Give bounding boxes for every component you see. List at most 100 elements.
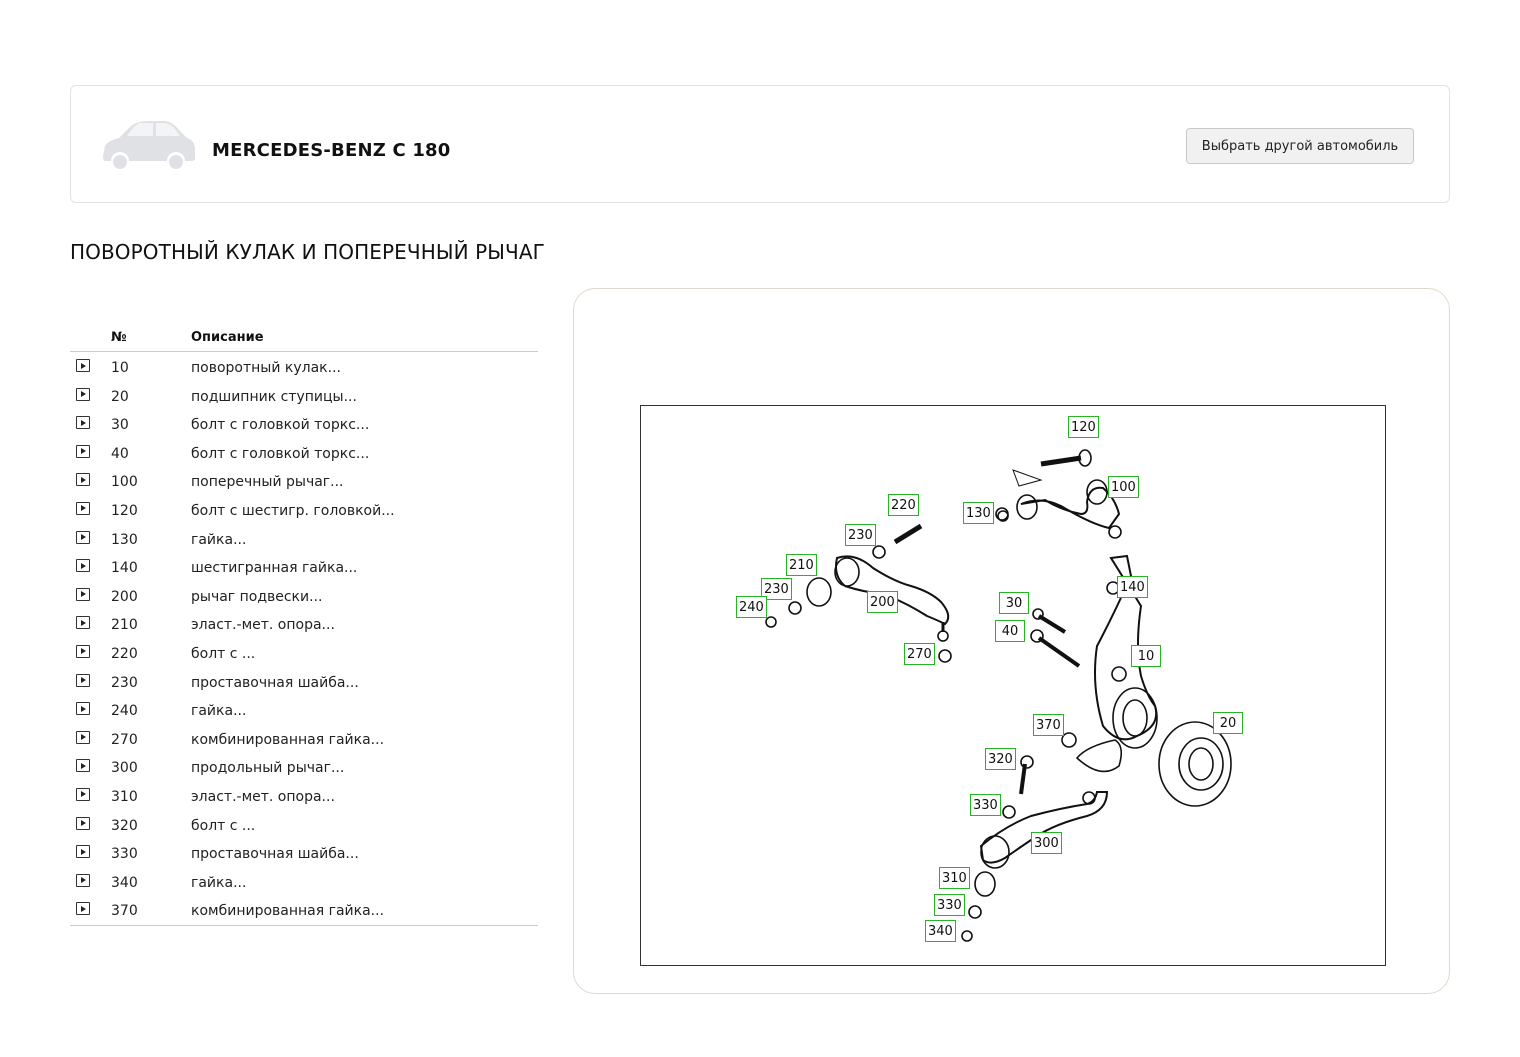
play-icon[interactable] [76,845,90,859]
callout-label[interactable]: 230 [845,524,876,546]
part-number: 310 [111,788,138,805]
callout-label[interactable]: 140 [1117,576,1148,598]
callout-label[interactable]: 130 [963,502,994,524]
play-icon[interactable] [76,787,90,801]
vehicle-card: MERCEDES-BENZ C 180 Выбрать другой автом… [70,85,1450,203]
play-icon[interactable] [76,816,90,830]
part-number: 270 [111,731,138,748]
callout-label[interactable]: 330 [970,794,1001,816]
table-row[interactable]: 270 комбинированная гайка... [70,724,538,753]
play-icon[interactable] [76,530,90,544]
play-icon[interactable] [76,673,90,687]
part-number: 300 [111,760,138,777]
callout-label[interactable]: 30 [999,592,1029,614]
callout-label[interactable]: 230 [761,578,792,600]
play-icon[interactable] [76,644,90,658]
callout-label[interactable]: 120 [1068,416,1099,438]
callout-label[interactable]: 370 [1033,714,1064,736]
play-icon[interactable] [76,616,90,630]
callout-label[interactable]: 320 [985,748,1016,770]
play-icon[interactable] [76,873,90,887]
callout-label[interactable]: 240 [736,596,767,618]
part-description: эласт.-мет. опора... [191,617,335,634]
table-row[interactable]: 210 эласт.-мет. опора... [70,609,538,638]
part-description: болт с головкой торкс... [191,445,370,462]
play-icon[interactable] [76,359,90,372]
table-header: № Описание [70,326,538,352]
part-number: 220 [111,645,138,662]
table-row[interactable]: 120 болт с шестигр. головкой... [70,495,538,524]
table-row[interactable]: 30 болт с головкой торкс... [70,409,538,438]
part-number: 100 [111,474,138,491]
table-row[interactable]: 310 эласт.-мет. опора... [70,781,538,810]
part-description: шестигранная гайка... [191,560,358,577]
callout-label[interactable]: 100 [1108,476,1139,498]
part-description: гайка... [191,703,247,720]
callout-label[interactable]: 210 [786,554,817,576]
part-description: комбинированная гайка... [191,731,385,748]
callout-label[interactable]: 20 [1213,712,1243,734]
part-number: 210 [111,617,138,634]
play-icon[interactable] [76,559,90,573]
column-header-number: № [111,330,127,345]
part-number: 240 [111,703,138,720]
part-number: 340 [111,874,138,891]
play-icon[interactable] [76,702,90,716]
part-number: 30 [111,417,129,434]
table-row[interactable]: 40 болт с головкой торкс... [70,438,538,467]
part-description: болт с ... [191,645,256,662]
part-description: поворотный кулак... [191,360,341,376]
callout-label[interactable]: 330 [934,894,965,916]
suspension-drawing [765,449,1232,942]
part-description: комбинированная гайка... [191,903,385,920]
callout-label[interactable]: 310 [939,867,970,889]
table-row[interactable]: 100 поперечный рычаг... [70,466,538,495]
part-description: эласт.-мет. опора... [191,788,335,805]
part-description: проставочная шайба... [191,674,359,691]
part-number: 120 [111,502,138,519]
part-number: 40 [111,445,129,462]
play-icon[interactable] [76,473,90,487]
part-description: продольный рычаг... [191,760,345,777]
part-number: 330 [111,846,138,863]
callout-label[interactable]: 300 [1031,832,1062,854]
play-icon[interactable] [76,587,90,601]
table-footer-rule [70,924,538,926]
callout-label[interactable]: 10 [1131,645,1161,667]
part-description: подшипник ступицы... [191,388,357,405]
part-description: болт с головкой торкс... [191,417,370,434]
table-row[interactable]: 240 гайка... [70,695,538,724]
table-row[interactable]: 220 болт с ... [70,638,538,667]
play-icon[interactable] [76,501,90,515]
part-number: 130 [111,531,138,548]
play-icon[interactable] [76,730,90,744]
callout-label[interactable]: 340 [925,920,956,942]
play-icon[interactable] [76,387,90,401]
play-icon[interactable] [76,416,90,430]
change-vehicle-button[interactable]: Выбрать другой автомобиль [1186,128,1414,164]
play-icon[interactable] [76,902,90,916]
table-row[interactable]: 300 продольный рычаг... [70,752,538,781]
callout-label[interactable]: 270 [904,643,935,665]
part-description: болт с шестигр. головкой... [191,502,395,519]
play-icon[interactable] [76,759,90,773]
callout-label[interactable]: 200 [867,591,898,613]
part-description: поперечный рычаг... [191,474,344,491]
play-icon[interactable] [76,444,90,458]
callout-label[interactable]: 40 [995,620,1025,642]
column-header-description: Описание [191,330,264,345]
callout-label[interactable]: 220 [888,494,919,516]
